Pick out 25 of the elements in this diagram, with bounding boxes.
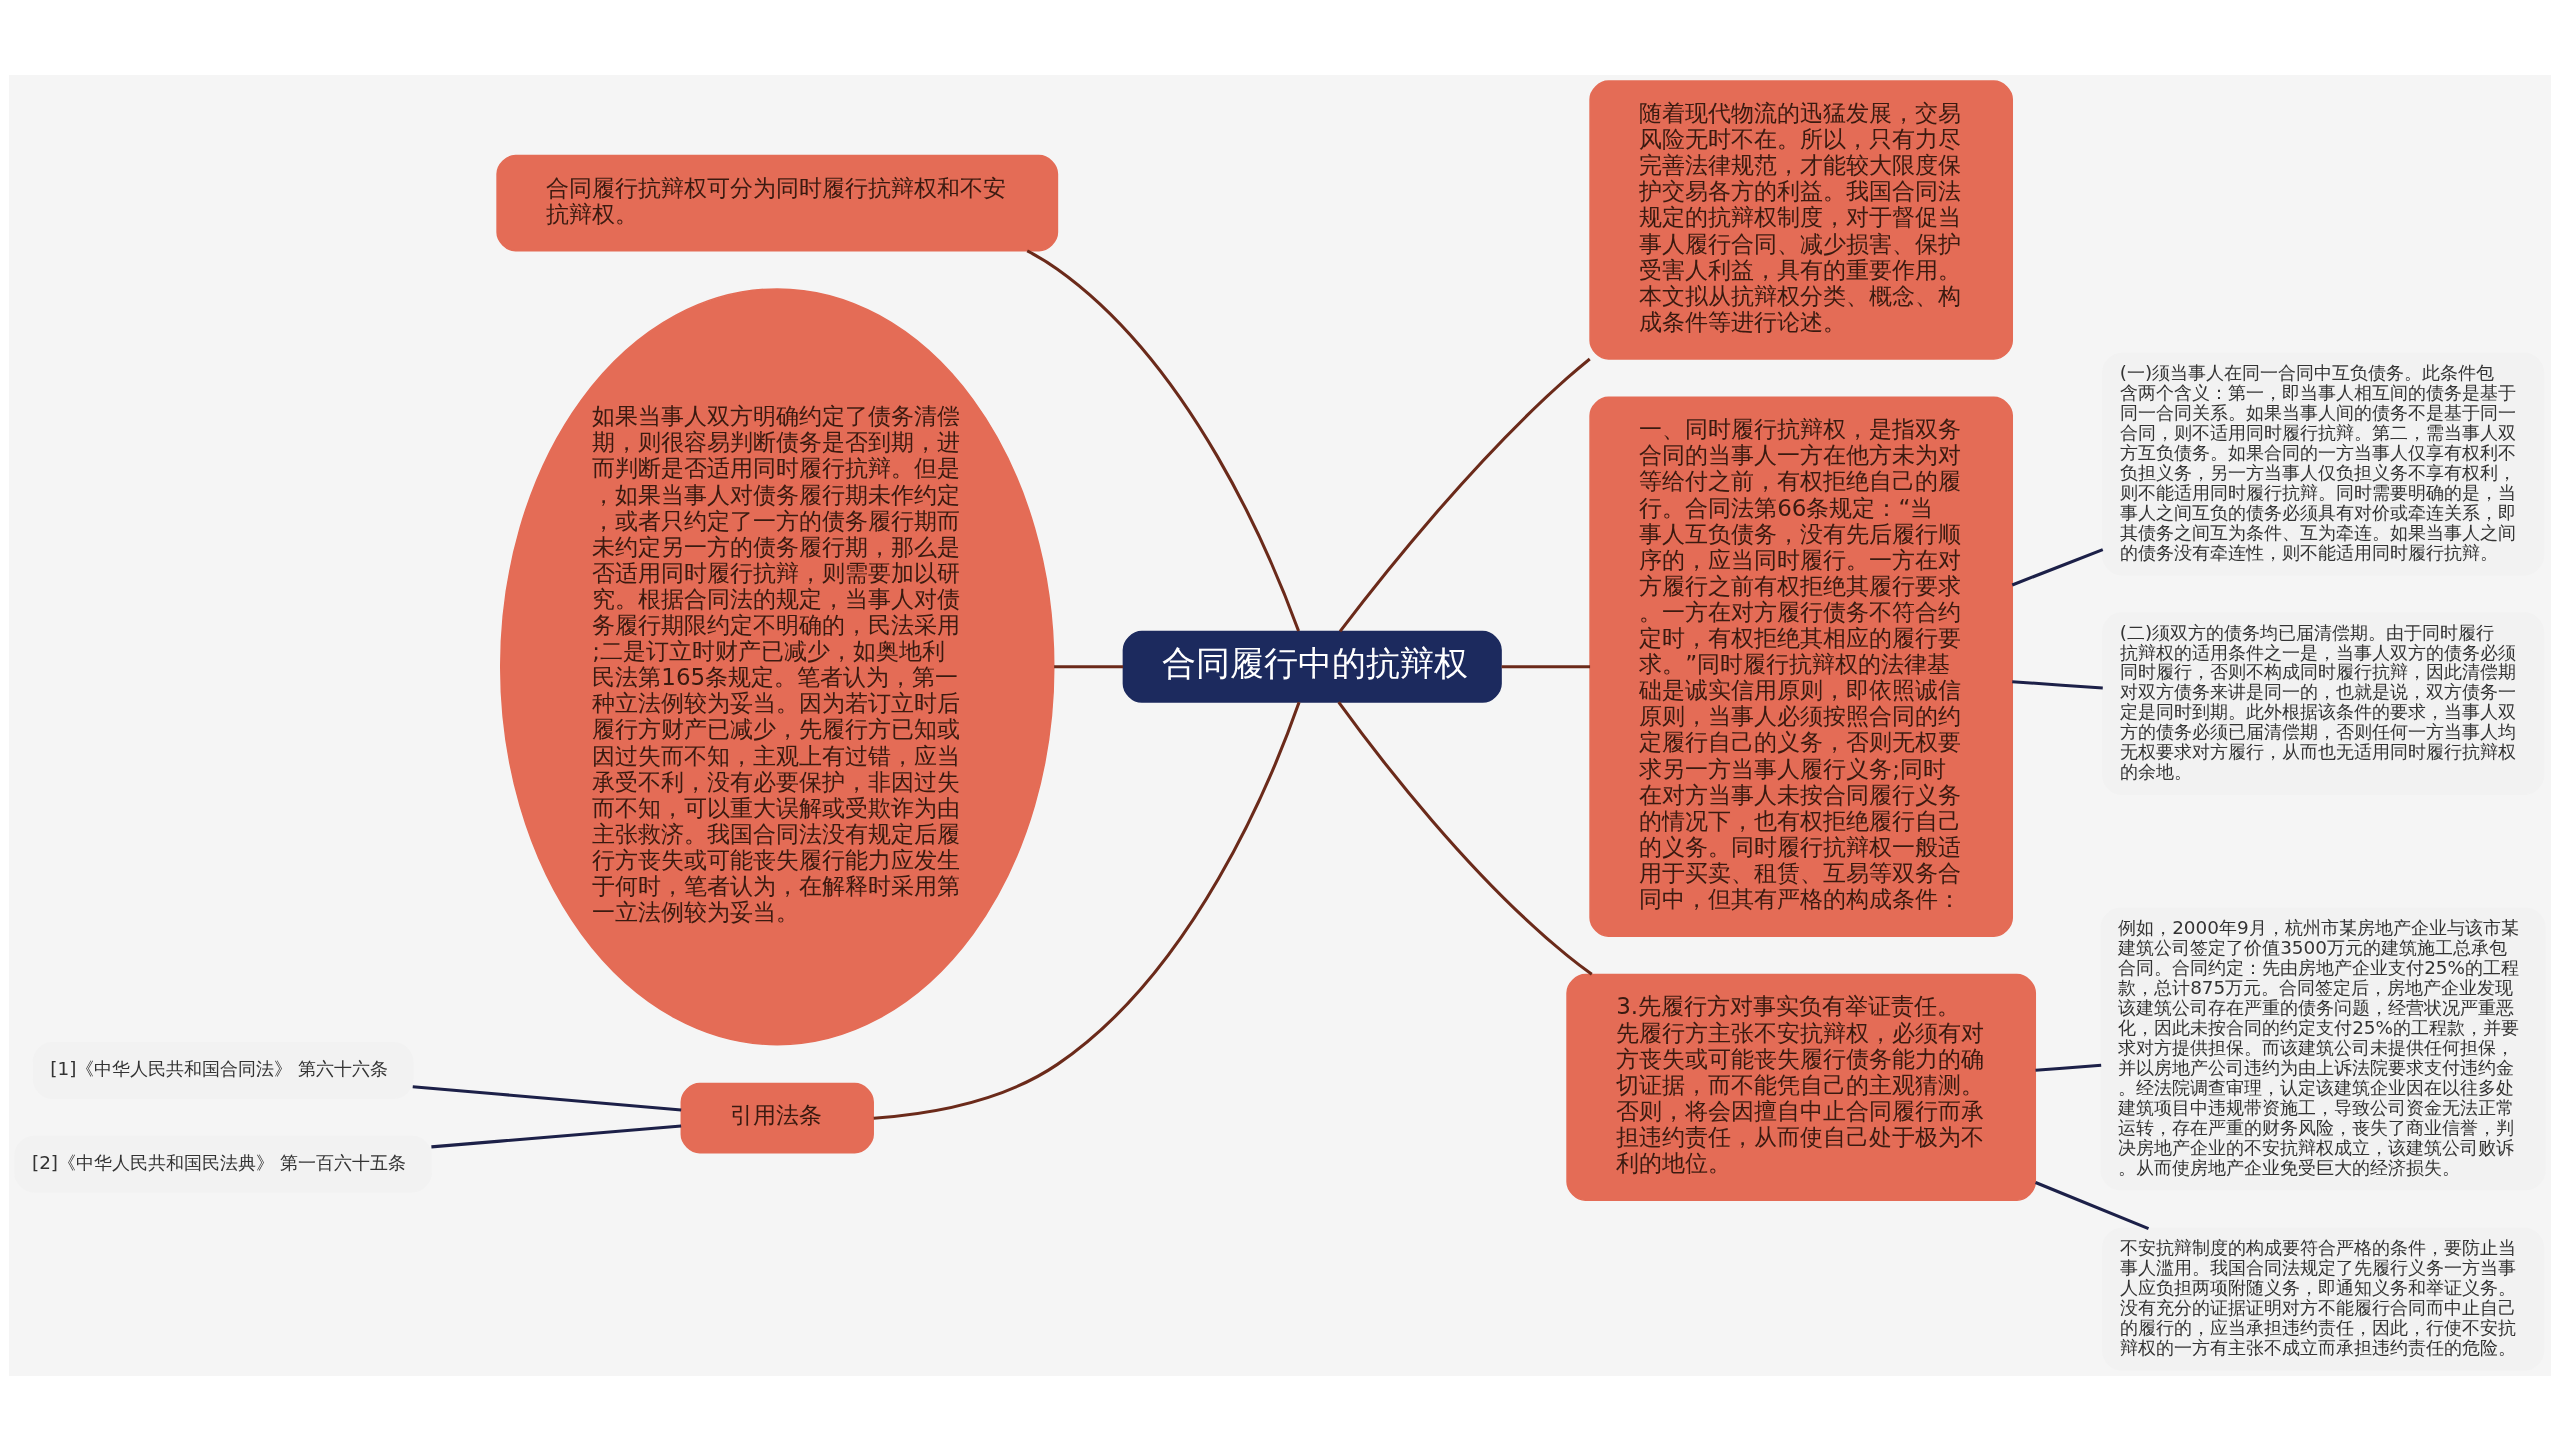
connector: [2012, 680, 2103, 690]
node-box: 随着现代物流的迅猛发展，交易风险无时不在。所以，只有力尽完善法律规范，才能较大限度保护交易各方的利益。我国合同法规定的抗辩权制度，对于督促当事人履行合同、减少损害、保护受害人利益，具有的重要作用。本文拟从抗辩权分类、概念、构成条件等进行论述。: [1589, 80, 2013, 360]
node-box: 3.先履行方对事实负有举证责任。先履行方主张不安抗辩权，必须有对方丧失或可能丧失履行债务能力的确切证据，而不能凭自己的主观猜测。否则，将会因擅自中止合同履行而承担违约责任，从而使自己处于极为不利的地位。: [1566, 973, 2037, 1201]
connector: [2035, 1181, 2150, 1230]
connector: [412, 1085, 682, 1112]
node-box: 一、同时履行抗辩权，是指双务合同的当事人一方在他方未为对等给付之前，有权拒绝自己的履行。合同法第66条规定：“当事人互负债务，没有先后履行顺序的，应当同时履行。一方在对方履行之前有权拒绝其履行要求。一方在对方履行债务不符合约定时，有权拒绝其相应的履行要求。”同时履行抗辩权的法律基础是诚实信用原则，即依照诚信原则，当事人必须按照合同的约定履行自己的义务，否则无权要求另一方当事人履行义务;同时在对方当事人未按合同履行义务的情况下，也有权拒绝履行自己的义务。同时履行抗辩权一般适用于买卖、租赁、互易等双务合同中，但其有严格的构成条件：: [1589, 396, 2013, 937]
connector: [873, 701, 1301, 1120]
node-text: 例如，2000年9月，杭州市某房地产企业与该市某建筑公司签定了价值3500万元的建筑施工总承包合同。合同约定：先由房地产企业支付25%的工程款，总计875万元。合同签定后，房地产企业发现该建筑公司存在严重的债务问题，经营状况严重恶化，因此未按合同的约定支付25%的工程款，并要求对方提供担保。而该建筑公司未提供任何担保，并以房地产公司违约为由上诉法院要求支付违约金。经法院调查审理，认定该建筑企业因在以往多处建筑项目中违规带资施工，导致公司资金无法正常运转，存在严重的财务风险，丧失了商业信誉，判决房地产企业的不安抗辩权成立，该建筑公司败诉。从而使房地产企业免受巨大的经济损失。: [2118, 917, 2520, 1178]
node-text: (一)须当事人在同一合同中互负债务。此条件包含两个含义：第一，即当事人相互间的债务是基于同一合同关系。如果当事人间的债务不是基于同一合同，则不适用同时履行抗辩。第二，需当事人双方互负债务。如果合同的一方当事人仅享有权利不负担义务，另一方当事人仅负担义务不享有权利，则不能适用同时履行抗辩。同时需要明确的是，当事人之间互负的债务必须具有对价或牵连关系，即其债务之间互为条件、互为牵连。如果当事人之间的债务没有牵连性，则不能适用同时履行抗辩。: [2119, 362, 2516, 563]
node-ellipse: 如果当事人双方明确约定了债务清偿期，则很容易判断债务是否到期，进而判断是否适用同时履行抗辩。但是，如果当事人对债务履行期未作约定，或者只约定了一方的债务履行期而未约定另一方的债务履行期，那么是否适用同时履行抗辩，则需要加以研究。根据合同法的规定，当事人对债务履行期限约定不明确的，民法采用;二是订立时财产已减少，如奥地利民法第165条规定。笔者认为，第一种立法例较为妥当。因为若订立时后履行方财产已减少，先履行方已知或因过失而不知，主观上有过错，应当承受不利，没有必要保护，非因过失而不知，可以重大误解或受欺诈为由主张救济。我国合同法没有规定后履行方丧失或可能丧失履行能力应发生于何时，笔者认为，在解释时采用第一立法例较为妥当。: [500, 288, 1055, 1046]
node-box: 合同履行抗辩权可分为同时履行抗辩权和不安抗辩权。: [496, 154, 1059, 252]
node-text: [2]《中华人民共和国民法典》 第一百六十五条: [31, 1151, 406, 1173]
node-text: 不安抗辩制度的构成要符合严格的条件，要防止当事人滥用。我国合同法规定了先履行义务一方当事人应负担两项附随义务，即通知义务和举证义务。没有充分的证据证明对方不能履行合同而中止自己的履行的，应当承担违约责任，因此，行使不安抗辩权的一方有主张不成立而承担违约责任的危险。: [2119, 1237, 2516, 1358]
connector: [1337, 701, 1593, 976]
node-box: 引用法条: [680, 1082, 874, 1154]
connector: [1338, 357, 1591, 633]
node-text: (二)须双方的债务均已届清偿期。由于同时履行抗辩权的适用条件之一是，当事人双方的债务必须同时履行，否则不构成同时履行抗辩，因此清偿期对双方债务来讲是同一的，也就是说，双方债务一定是同时到期。此外根据该条件的要求，当事人双方的债务必须已届清偿期，否则任何一方当事人均无权要求对方履行，从而也无适用同时履行抗辩权的余地。: [2119, 621, 2516, 783]
connector: [2035, 1063, 2102, 1072]
connector: [2011, 548, 2104, 587]
connector: [431, 1124, 682, 1149]
node-text: [1]《中华人民共和国合同法》 第六十六条: [50, 1058, 389, 1080]
connector: [1026, 249, 1300, 632]
node-box: 合同履行中的抗辩权: [1122, 630, 1502, 703]
connector: [1054, 665, 1124, 669]
connector: [1501, 665, 1591, 669]
